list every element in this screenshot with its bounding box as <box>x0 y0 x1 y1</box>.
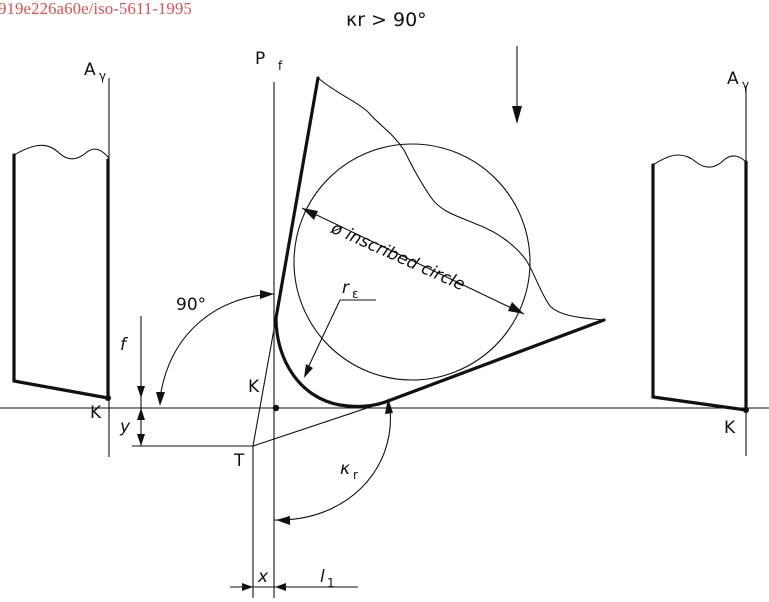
f-dimension <box>137 316 145 398</box>
kappa-r-sub: r <box>353 468 358 482</box>
k-center-point <box>272 404 280 412</box>
y-dimension <box>132 398 253 447</box>
a-gamma-right-label: A <box>727 69 739 89</box>
right-tool-shank <box>651 86 749 456</box>
r-epsilon-label: r <box>342 278 350 298</box>
kappa-r-arc <box>273 398 393 525</box>
angle-90-label: 90° <box>176 295 206 315</box>
r-epsilon-sub: ε <box>352 287 359 301</box>
cutting-insert <box>274 76 606 408</box>
x-l1-dimension <box>230 583 358 591</box>
f-label: f <box>120 335 129 355</box>
l1-label: l <box>320 567 325 587</box>
a-gamma-left-sub: γ <box>99 69 106 83</box>
k-left-label: K <box>90 403 102 423</box>
k-center-label: K <box>248 377 260 397</box>
a-gamma-right-sub: γ <box>742 78 749 92</box>
x-label: x <box>257 567 269 587</box>
t-construction-lines <box>252 317 389 598</box>
angle-90-arc <box>156 290 275 406</box>
a-gamma-left-label: A <box>84 60 96 80</box>
t-label: T <box>233 451 245 471</box>
inscribed-circle <box>293 143 531 381</box>
k-right-label: K <box>724 418 736 438</box>
pf-label: P <box>255 49 265 69</box>
y-label: y <box>119 417 131 437</box>
kappa-r-label: κ <box>340 459 350 479</box>
condition-title: κr > 90° <box>346 9 427 31</box>
r-epsilon-leader <box>304 299 376 378</box>
l1-sub: 1 <box>327 576 335 590</box>
watermark-text: 919e226a60e/iso-5611-1995 <box>0 0 192 18</box>
left-tool-shank <box>12 78 111 457</box>
pf-label-sub: f <box>278 59 283 73</box>
feed-direction-arrow <box>512 46 522 124</box>
